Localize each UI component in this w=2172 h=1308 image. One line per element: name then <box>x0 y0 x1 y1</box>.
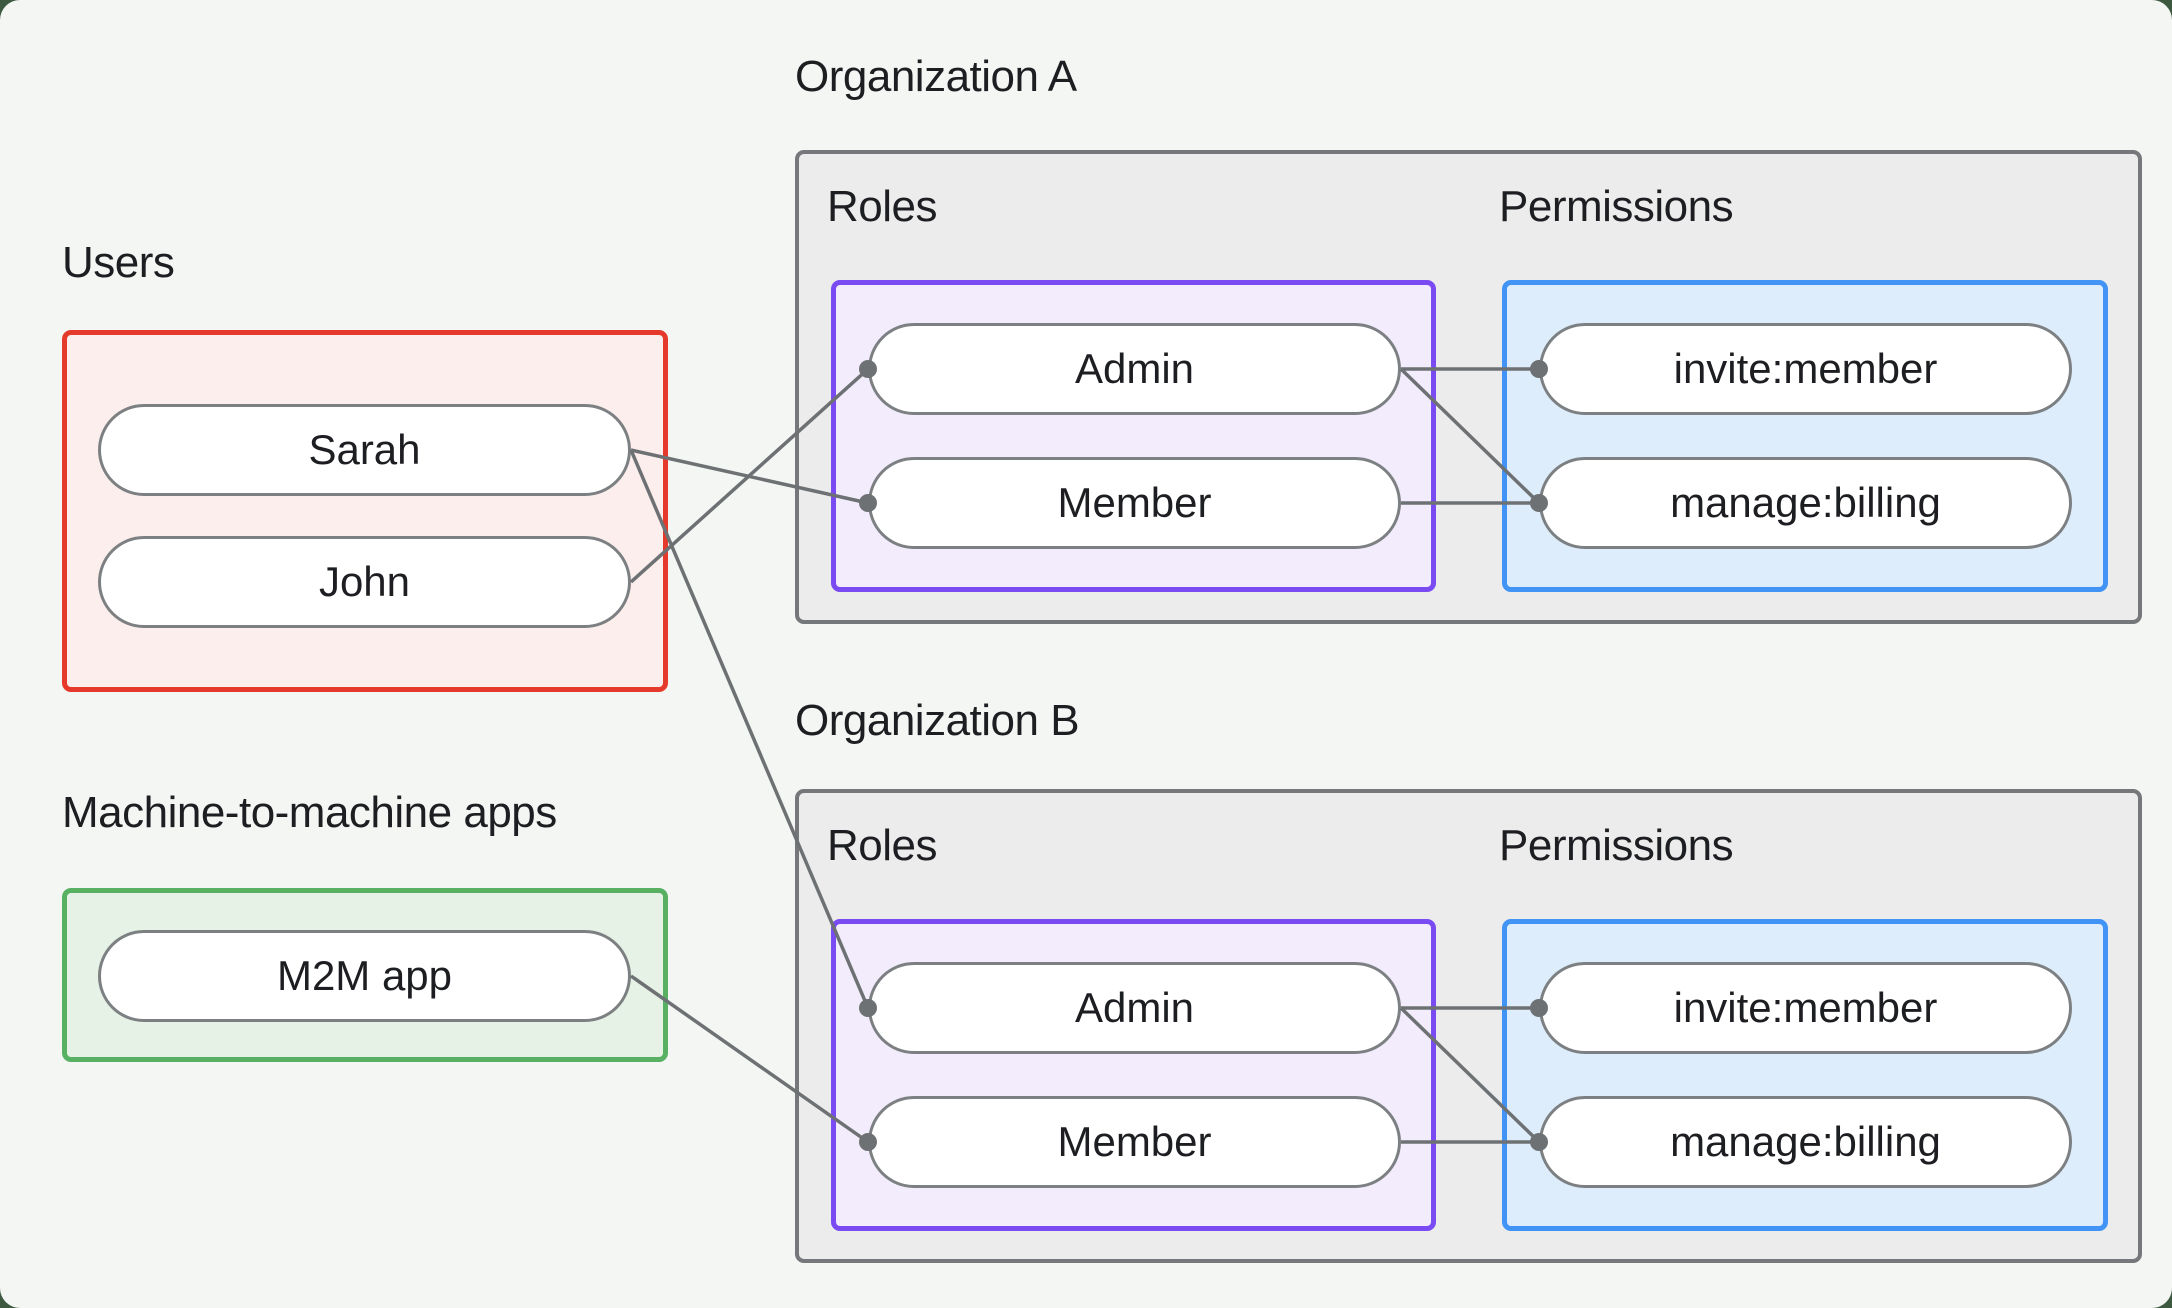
org-b-role-admin: Admin <box>868 962 1401 1054</box>
m2m-group-label: Machine-to-machine apps <box>62 788 557 837</box>
org-a-permissions-label: Permissions <box>1499 182 1734 231</box>
org-a-role-member: Member <box>868 457 1401 549</box>
org-b-role-member: Member <box>868 1096 1401 1188</box>
user-node-sarah: Sarah <box>98 404 631 496</box>
m2m-app-node: M2M app <box>98 930 631 1022</box>
org-b-title: Organization B <box>795 696 1080 745</box>
users-group-box <box>62 330 668 692</box>
org-a-role-admin: Admin <box>868 323 1401 415</box>
user-node-john: John <box>98 536 631 628</box>
org-b-permission-manage-billing: manage:billing <box>1539 1096 2072 1188</box>
org-b-permission-invite-member: invite:member <box>1539 962 2072 1054</box>
org-a-permission-invite-member: invite:member <box>1539 323 2072 415</box>
org-a-roles-label: Roles <box>827 182 938 231</box>
org-b-roles-label: Roles <box>827 821 938 870</box>
users-group-label: Users <box>62 238 175 287</box>
org-a-permission-manage-billing: manage:billing <box>1539 457 2072 549</box>
org-a-title: Organization A <box>795 52 1077 101</box>
org-b-permissions-label: Permissions <box>1499 821 1734 870</box>
